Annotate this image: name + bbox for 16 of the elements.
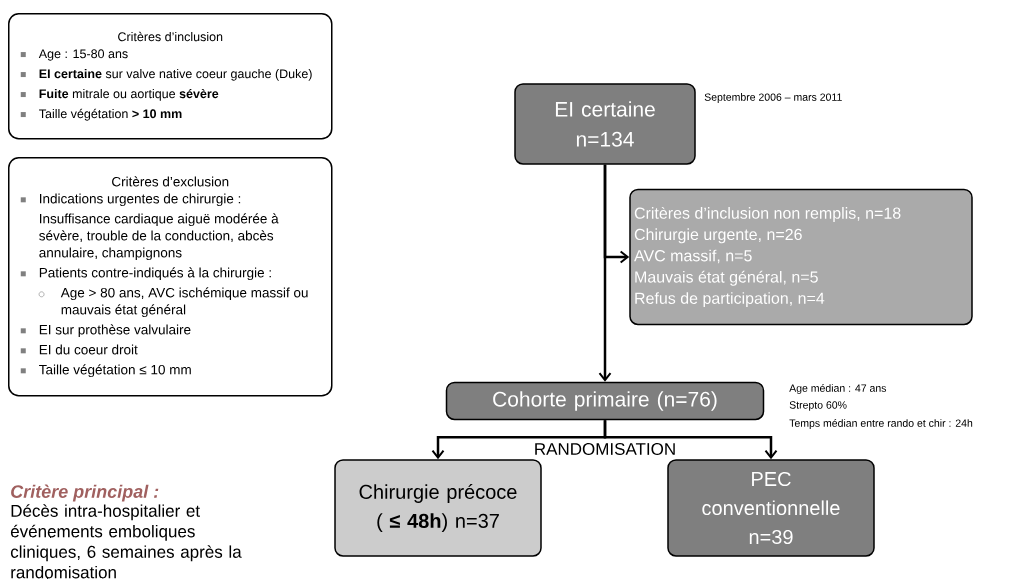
flow-box: EI certaine n=134	[514, 83, 696, 165]
flow-box: PEC conventionnelle n=39	[667, 459, 875, 557]
flow-box: Chirurgie précoce ( ≤ 48h) n=37	[334, 459, 542, 557]
branch-label: RANDOMISATION	[535, 442, 675, 455]
annotation-text: Age médian : 47 ans	[789, 384, 887, 394]
criterion-text: Décès intra-hospitalier et événements emboliques cliniques, 6 semaines après la randomisation	[10, 504, 242, 579]
criteria-box: Critères d’exclusion Indications urgentes de chirurgie : Insuffisance cardiaque aiguë modérée à sévère, trouble de la conduction, abcès annulaire, champignons Patients contre-indiqués à la chirurgie : Age > 80 ans, AVC ischémique massif ou mauvais état général EI sur prothèse valvulaire EI du coeur droit Taille végétation ≤ 10 mm	[8, 157, 333, 397]
annotation-text: Temps médian entre rando et chir : 24h	[789, 419, 973, 429]
arrow	[603, 420, 778, 460]
flow-box: Cohorte primaire (n=76)	[445, 381, 765, 421]
annotation-text: Strepto 60%	[789, 401, 847, 411]
criterion-heading: Critère principal :	[11, 484, 159, 502]
arrow	[598, 164, 612, 382]
flow-box: Critères d’inclusion non remplis, n=18 Chirurgie urgente, n=26 AVC massif, n=5 Mauvais état général, n=5 Refus de participation, n=4	[629, 188, 973, 326]
criteria-box: Critères d’inclusion Age : 15-80 ans EI certaine sur valve native coeur gauche (Duke) Fuite mitrale ou aortique sévère Taille végétation > 10 mm	[8, 13, 333, 140]
annotation-text: Septembre 2006 – mars 2011	[704, 93, 842, 103]
